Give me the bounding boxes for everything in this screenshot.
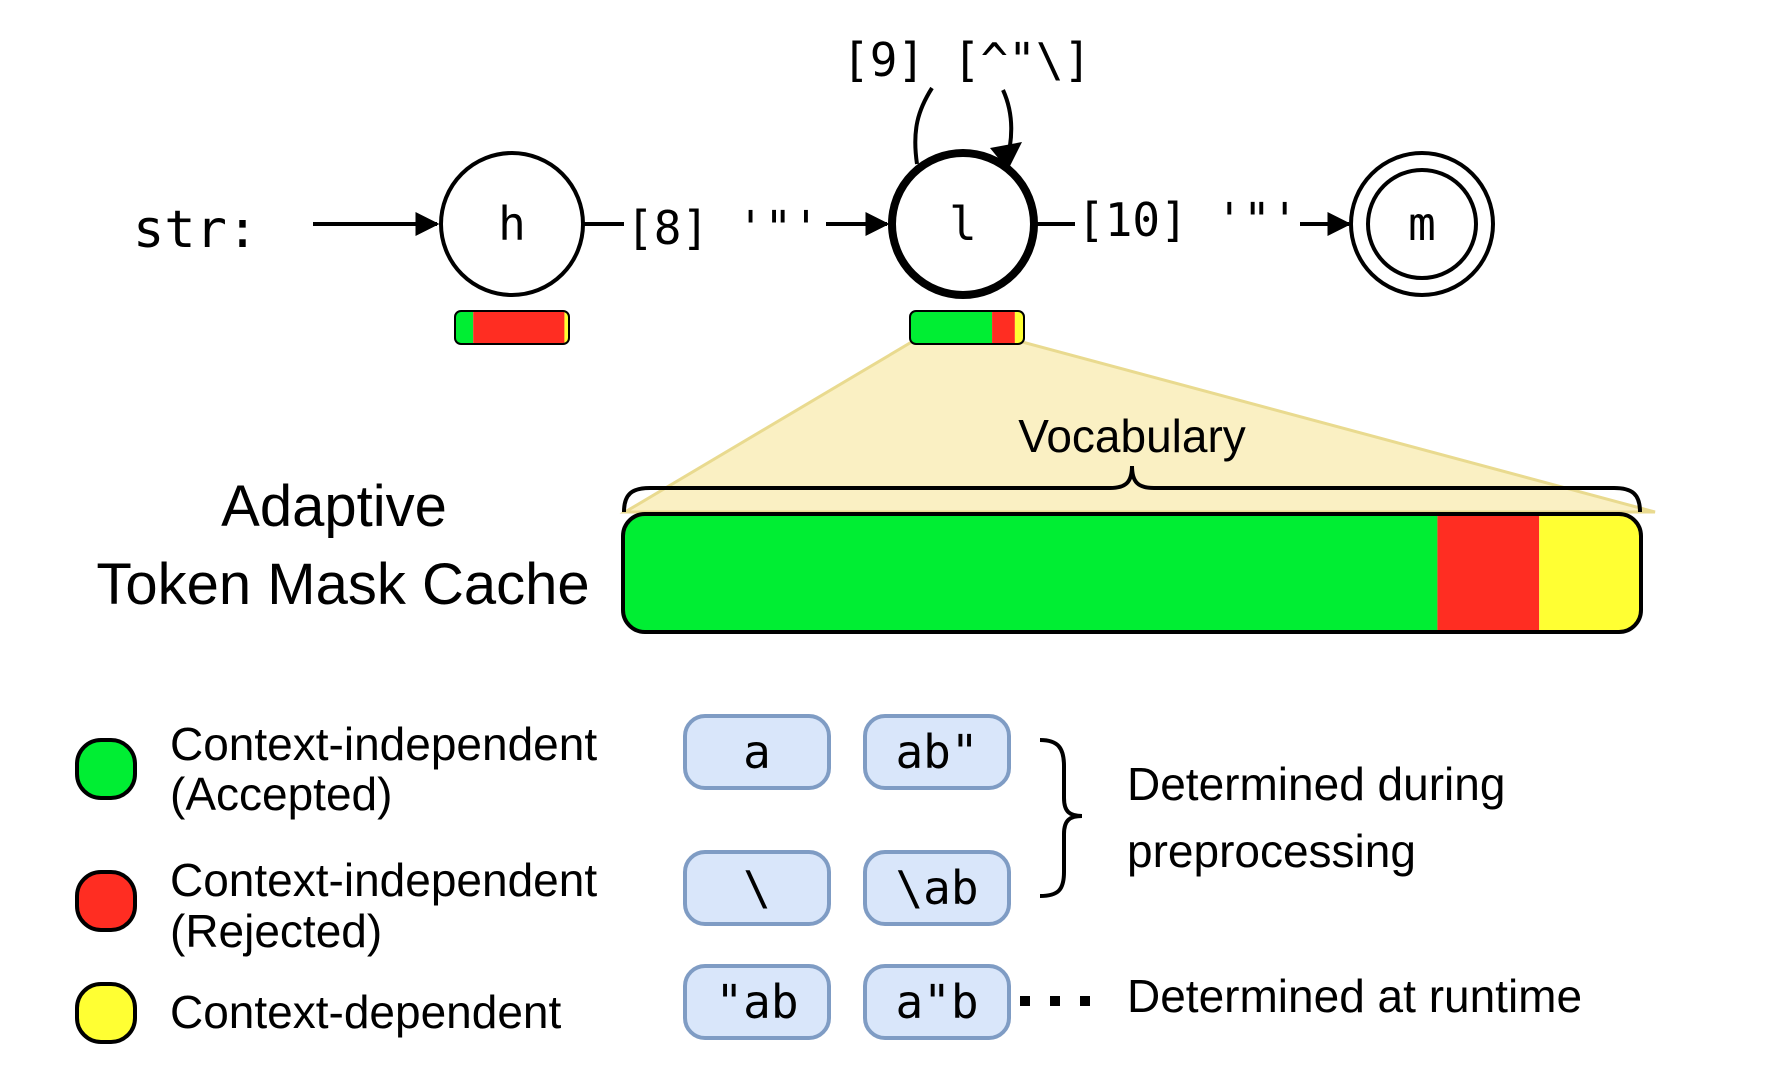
state-m-label: m xyxy=(1408,197,1436,251)
mini-mask-h-border xyxy=(454,310,570,345)
token-accepted-1-text: ab" xyxy=(895,725,978,779)
mini-mask-l xyxy=(909,310,1025,345)
mini-mask-h-accepted-segment xyxy=(455,311,474,344)
legend-dependent-text: Context-dependent xyxy=(170,986,562,1038)
mini-mask-h xyxy=(454,310,570,345)
cache-bar-border xyxy=(621,512,1643,634)
mini-mask-l-border xyxy=(909,310,1025,345)
legend-rejected-line2: (Rejected) xyxy=(170,905,382,957)
legend-dependent-swatch xyxy=(75,982,137,1044)
runtime-dots xyxy=(1020,996,1090,1006)
start-label: str: xyxy=(133,200,258,260)
legend-accepted-line2: (Accepted) xyxy=(170,768,392,820)
legend-rejected-swatch xyxy=(75,870,137,932)
mini-mask-l-dependent-segment xyxy=(1014,311,1024,344)
legend-accepted-swatch xyxy=(75,738,137,800)
legend-rejected: Context-independent (Rejected) xyxy=(75,854,597,957)
token-accepted-0-text: a xyxy=(743,725,771,779)
cache-title-line2: Token Mask Cache xyxy=(96,552,589,617)
edge-l-to-m-label: [10] '"' xyxy=(1077,193,1299,247)
cache-bar xyxy=(621,512,1643,634)
token-accepted-1: ab" xyxy=(863,714,1011,790)
token-rejected-1: \ab xyxy=(863,850,1011,926)
cache-title-line1: Adaptive xyxy=(221,474,447,539)
legend-dependent: Context-dependent xyxy=(75,982,562,1044)
vocabulary-label: Vocabulary xyxy=(1018,410,1246,462)
note-runtime: Determined at runtime xyxy=(1127,970,1582,1022)
cache-bar-rejected-segment xyxy=(1437,514,1540,632)
mini-mask-l-rejected-segment xyxy=(992,311,1015,344)
note-preprocessing-line2: preprocessing xyxy=(1127,825,1416,877)
self-loop-arrowhead xyxy=(990,142,1022,170)
legend-accepted: Context-independent (Accepted) xyxy=(75,718,597,820)
token-dependent-0: "ab xyxy=(683,964,831,1040)
mini-mask-l-accepted-segment xyxy=(910,311,993,344)
state-m: m xyxy=(1349,151,1495,297)
token-rejected-1-text: \ab xyxy=(895,861,978,915)
token-rejected-0: \ xyxy=(683,850,831,926)
state-l-label: l xyxy=(949,197,977,251)
state-h: h xyxy=(439,151,585,297)
mini-mask-h-rejected-segment xyxy=(473,311,565,344)
mini-mask-h-dependent-segment xyxy=(564,311,569,344)
vocabulary-brace xyxy=(622,465,1642,513)
token-dependent-1: a"b xyxy=(863,964,1011,1040)
note-preprocessing-line1: Determined during xyxy=(1127,758,1505,810)
token-dependent-0-text: "ab xyxy=(715,975,798,1029)
edge-h-to-l-label: [8] '"' xyxy=(626,201,820,255)
legend-rejected-line1: Context-independent xyxy=(170,854,597,906)
self-loop-label: [9] [^"\] xyxy=(842,33,1091,87)
state-h-label: h xyxy=(498,197,526,251)
token-dependent-1-text: a"b xyxy=(895,975,978,1029)
token-accepted-0: a xyxy=(683,714,831,790)
token-rejected-0-text: \ xyxy=(743,861,771,915)
legend-accepted-line1: Context-independent xyxy=(170,718,597,770)
state-l: l xyxy=(888,149,1038,299)
cache-bar-accepted-segment xyxy=(623,514,1438,632)
preprocessing-brace xyxy=(1039,738,1083,898)
cache-bar-dependent-segment xyxy=(1539,514,1641,632)
